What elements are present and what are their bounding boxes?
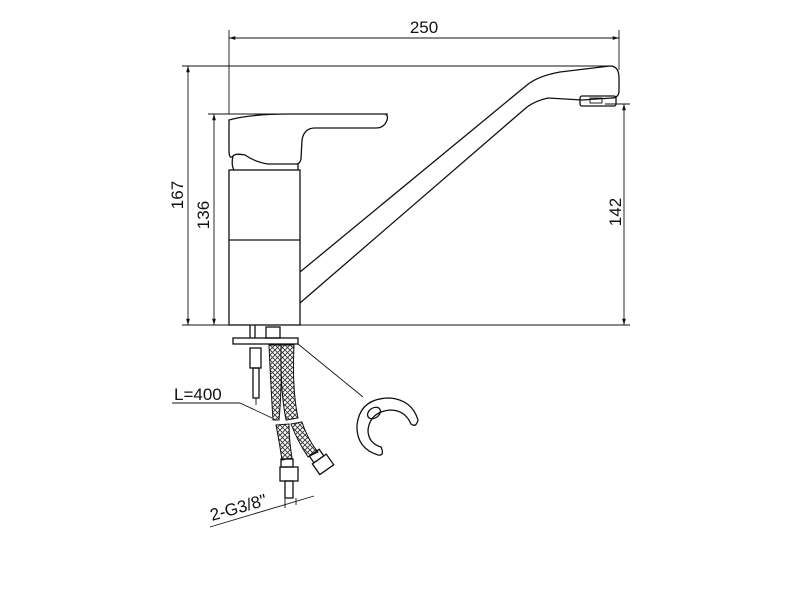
hose-length-callout: L=400	[172, 385, 273, 419]
dimension-total-height: 167	[168, 65, 613, 325]
spout	[299, 65, 620, 304]
spout-height-label: 142	[606, 198, 625, 226]
total-height-label: 167	[168, 181, 187, 209]
flexible-hoses	[268, 344, 335, 499]
connection-label: 2-G3/8"	[208, 491, 269, 525]
hose-length-label: L=400	[174, 385, 222, 404]
aerator	[579, 95, 617, 107]
hose-nut-right	[311, 453, 335, 476]
connection-callout: 2-G3/8"	[208, 491, 315, 528]
width-label: 250	[410, 18, 438, 37]
lever	[228, 113, 389, 165]
mounting-plate	[232, 337, 299, 345]
lever-height-label: 136	[194, 201, 213, 229]
faucet-body	[228, 65, 620, 326]
dimension-width: 250	[228, 18, 620, 114]
hose-nut-left	[279, 466, 299, 482]
threaded-rod-nut	[249, 347, 262, 369]
dimension-lever-height: 136	[194, 113, 388, 325]
c-washer-detail	[297, 343, 419, 456]
mounting-hardware	[232, 325, 299, 405]
dimension-spout-height: 142	[605, 103, 630, 325]
